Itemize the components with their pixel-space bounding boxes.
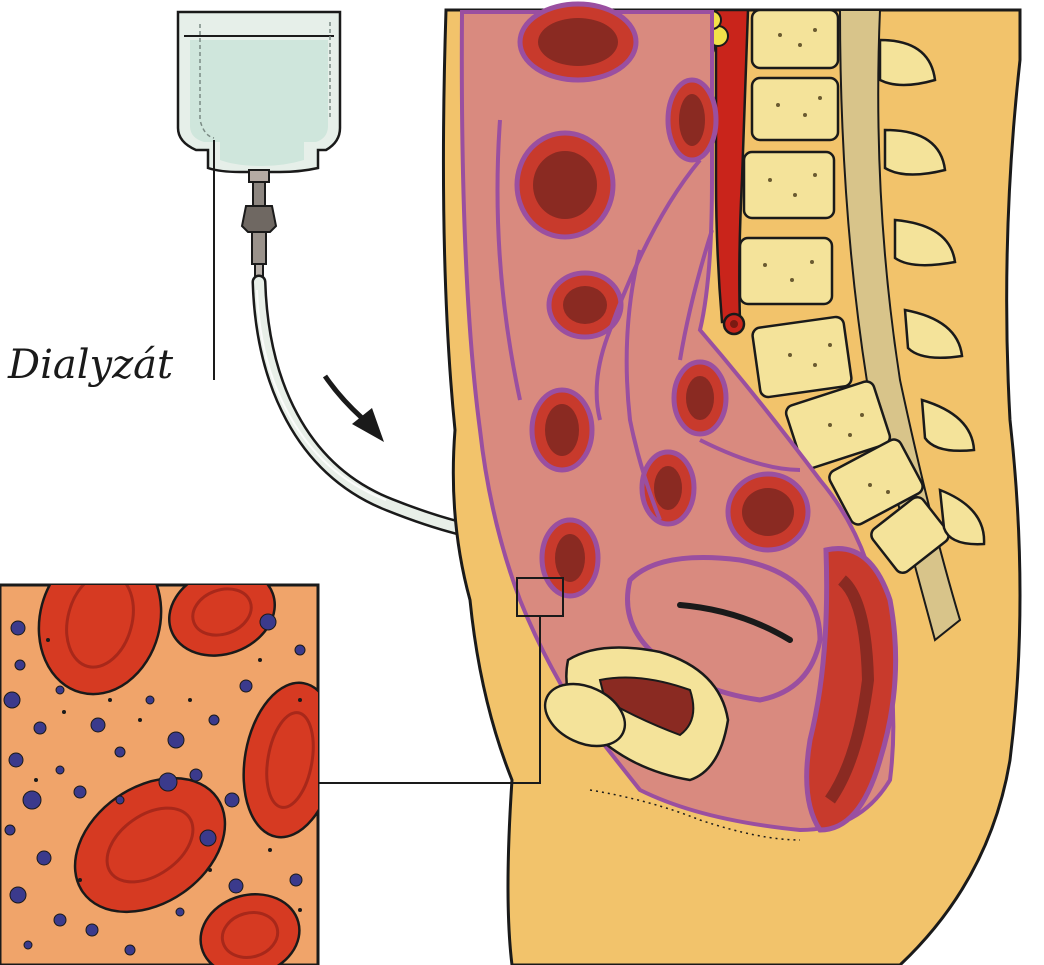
intestine-loop <box>517 133 613 237</box>
intestine-loop <box>520 4 636 80</box>
dialysate-bag <box>178 12 340 282</box>
dialysate-label: Dialyzát <box>7 342 174 388</box>
tube-clamp-upper <box>253 182 265 206</box>
tube-clamp <box>242 206 276 232</box>
abdomen-cross-section <box>443 4 1020 965</box>
intestine-loop <box>668 80 716 160</box>
intestine-loop <box>728 474 808 550</box>
tube-clamp-lower <box>252 232 266 264</box>
arrow-down-right-icon <box>325 376 384 442</box>
intestine-loop <box>674 362 726 434</box>
bag-connector <box>249 170 269 182</box>
intestine-loop <box>532 390 592 470</box>
intestine-loop <box>542 520 598 596</box>
magnified-blood-inset <box>0 532 348 965</box>
